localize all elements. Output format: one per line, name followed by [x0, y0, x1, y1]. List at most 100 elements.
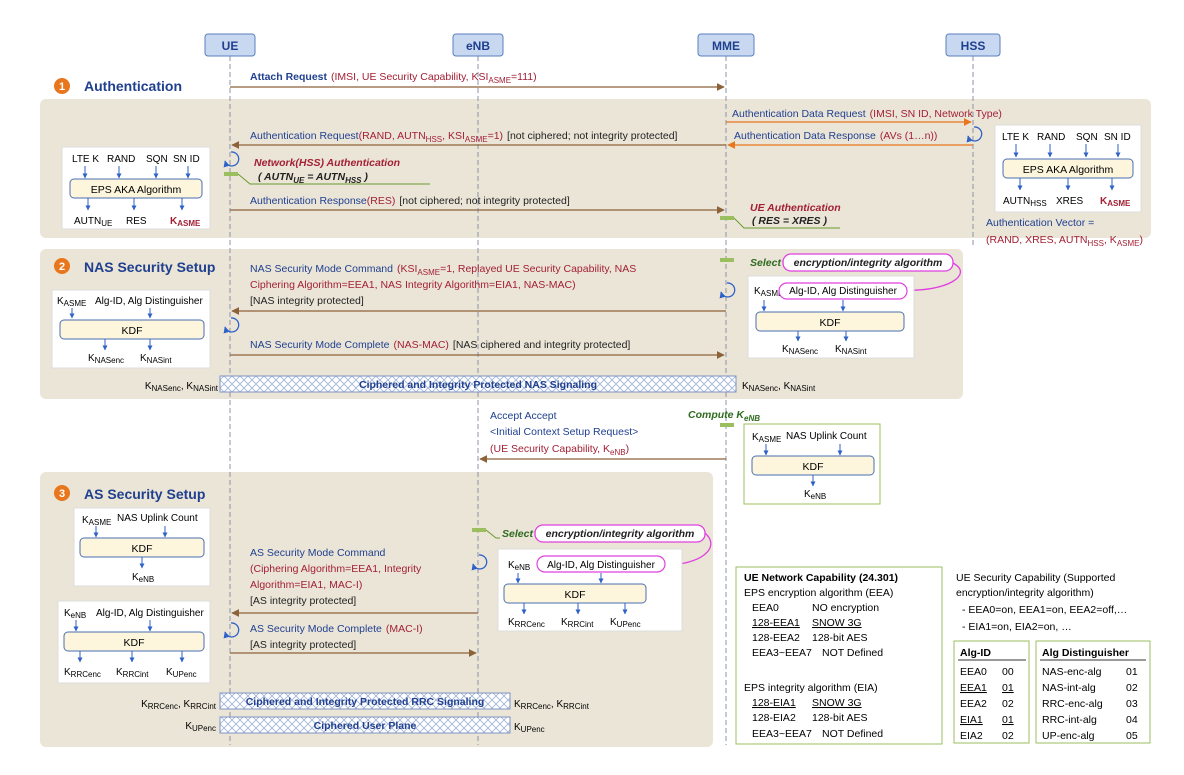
svg-text:(UE Security Capability, KeNB): (UE Security Capability, KeNB): [490, 443, 629, 457]
svg-text:EEA0: EEA0: [752, 602, 779, 614]
section-authentication: 1 Authentication: [54, 78, 182, 94]
msg-auth-data-request: Authentication Data Request(IMSI, SN ID,…: [726, 108, 1002, 126]
svg-text:RES: RES: [126, 216, 147, 227]
svg-text:KDF: KDF: [820, 317, 841, 329]
svg-text:Attach Request(IMSI, UE Securi: Attach Request(IMSI, UE Security Capabil…: [250, 71, 537, 85]
rrc-signaling-bar: KRRCenc, KRRCint Ciphered and Integrity …: [141, 692, 590, 711]
svg-text:EEA3~EEA7: EEA3~EEA7: [752, 728, 812, 740]
svg-text:encryption/integrity algorithm: encryption/integrity algorithm: [794, 257, 943, 269]
msg-as-security-mode-command: AS Security Mode Command (Ciphering Algo…: [231, 547, 478, 617]
section-title: NAS Security Setup: [84, 259, 215, 275]
svg-text:KRRCenc: KRRCenc: [64, 667, 101, 679]
msg-as-security-mode-complete: AS Security Mode Complete(MAC-I) [AS int…: [230, 623, 477, 657]
svg-text:KRRCenc: KRRCenc: [508, 617, 545, 629]
svg-text:Ciphered User Plane: Ciphered User Plane: [314, 720, 417, 732]
svg-text:Ciphered and Integrity Protect: Ciphered and Integrity Protected RRC Sig…: [246, 696, 485, 708]
process-loop-icon: [223, 151, 240, 168]
svg-text:EPS encryption algorithm (EEA): EPS encryption algorithm (EEA): [744, 587, 893, 599]
svg-text:KASME: KASME: [170, 216, 201, 228]
svg-text:NAS-int-alg: NAS-int-alg: [1042, 682, 1096, 694]
svg-text:KDF: KDF: [565, 589, 586, 601]
svg-text:(Ciphering Algorithm=EEA1, Int: (Ciphering Algorithm=EEA1, Integrity: [250, 563, 422, 575]
process-loop-icon: [471, 554, 488, 571]
svg-text:128-EIA2: 128-EIA2: [752, 712, 796, 724]
svg-text:3: 3: [59, 488, 65, 500]
note-select-algorithm-mme: Select encryption/integrity algorithm: [720, 253, 961, 295]
step-3-badge: [54, 485, 70, 501]
ue-kenb-kdf-box: KASME NAS Uplink Count KDF KeNB: [73, 507, 211, 587]
svg-text:Accept Accept: Accept Accept: [490, 410, 557, 422]
svg-text:KDF: KDF: [132, 543, 153, 555]
svg-text:Authentication Vector =: Authentication Vector =: [986, 217, 1094, 229]
svg-text:HSS: HSS: [961, 39, 986, 53]
svg-text:Select: Select: [750, 257, 781, 269]
mme-kenb-kdf-box: KASME NAS Uplink Count KDF KeNB: [743, 423, 881, 505]
svg-text:Ciphered and Integrity Protect: Ciphered and Integrity Protected NAS Sig…: [359, 379, 597, 391]
svg-text:KUPenc: KUPenc: [185, 721, 216, 733]
user-plane-bar: KUPenc Ciphered User Plane KUPenc: [185, 716, 545, 734]
entity-ue: UE: [204, 33, 256, 57]
svg-text:02: 02: [1002, 730, 1014, 742]
svg-text:(RAND, XRES, AUTNHSS, KASME): (RAND, XRES, AUTNHSS, KASME): [986, 234, 1143, 248]
svg-text:02: 02: [1002, 698, 1014, 710]
process-loop-icon: [223, 622, 240, 639]
svg-text:EEA1: EEA1: [960, 682, 987, 694]
authentication-vector-caption: Authentication Vector = (RAND, XRES, AUT…: [986, 217, 1143, 248]
ue-security-capability-note: UE Security Capability (Supported encryp…: [956, 572, 1127, 633]
svg-text:SNOW 3G: SNOW 3G: [812, 617, 862, 629]
msg-initial-context-setup-request: Accept Accept <Initial Context Setup Req…: [479, 410, 726, 463]
svg-text:EEA3~EEA7: EEA3~EEA7: [752, 647, 812, 659]
svg-text:KRRCenc, KRRCint: KRRCenc, KRRCint: [141, 699, 217, 711]
section-as-security: 3 AS Security Setup: [54, 485, 205, 502]
svg-text:[AS integrity protected]: [AS integrity protected]: [250, 639, 356, 651]
svg-text:KeNB: KeNB: [64, 608, 86, 620]
svg-text:Alg-ID, Alg Distinguisher: Alg-ID, Alg Distinguisher: [95, 296, 203, 307]
svg-text:KASME: KASME: [82, 515, 111, 527]
enb-as-kdf-box: KeNB Alg-ID, Alg Distinguisher KDF KRRCe…: [497, 548, 683, 632]
section-nas-security: 2 NAS Security Setup: [54, 258, 215, 275]
svg-text:Alg Distinguisher: Alg Distinguisher: [1042, 647, 1129, 659]
svg-text:01: 01: [1002, 682, 1014, 694]
svg-text:UE: UE: [222, 39, 239, 53]
step-2-badge: [54, 258, 70, 274]
svg-text:eNB: eNB: [466, 39, 490, 53]
section-title: Authentication: [84, 78, 182, 94]
svg-text:SN ID: SN ID: [1104, 132, 1131, 143]
ue-eps-aka-box: LTE K RAND SQN SN ID EPS AKA Algorithm A…: [61, 146, 211, 230]
svg-text:Authentication Data Request(IM: Authentication Data Request(IMSI, SN ID,…: [732, 108, 1002, 120]
svg-text:KNASenc, KNASint: KNASenc, KNASint: [145, 381, 219, 393]
svg-text:128-bit AES: 128-bit AES: [812, 632, 867, 644]
svg-text:Network(HSS) Authentication: Network(HSS) Authentication: [254, 157, 400, 169]
svg-text:MME: MME: [712, 39, 740, 53]
svg-text:KDF: KDF: [122, 325, 143, 337]
svg-text:- EIA1=on, EIA2=on, …: - EIA1=on, EIA2=on, …: [962, 621, 1072, 633]
svg-text:128-EIA1: 128-EIA1: [752, 697, 796, 709]
svg-text:RRC-enc-alg: RRC-enc-alg: [1042, 698, 1103, 710]
nas-signaling-bar: KNASenc, KNASint Ciphered and Integrity …: [145, 375, 816, 393]
note-compute-kenb: Compute KeNB: [688, 409, 760, 427]
note-select-algorithm-enb: Select encryption/integrity algorithm: [472, 524, 712, 569]
svg-text:04: 04: [1126, 714, 1138, 726]
msg-attach-request: Attach Request(IMSI, UE Security Capabil…: [230, 71, 725, 91]
svg-text:KDF: KDF: [803, 461, 824, 473]
note-ue-authentication: UE Authentication ( RES = XRES ): [720, 202, 841, 229]
svg-text:Ciphering Algorithm=EEA1, NAS: Ciphering Algorithm=EEA1, NAS Integrity …: [250, 279, 576, 291]
svg-text:128-EEA2: 128-EEA2: [752, 632, 800, 644]
svg-text:02: 02: [1126, 682, 1138, 694]
svg-text:NAS-enc-alg: NAS-enc-alg: [1042, 666, 1102, 678]
svg-text:KASME: KASME: [754, 286, 783, 298]
svg-text:UE Security Capability (Suppor: UE Security Capability (Supported: [956, 572, 1115, 584]
svg-text:KASME: KASME: [57, 296, 86, 308]
svg-text:Select: Select: [502, 528, 533, 540]
svg-text:Alg-ID, Alg Distinguisher: Alg-ID, Alg Distinguisher: [789, 286, 897, 297]
svg-text:SN ID: SN ID: [173, 154, 200, 165]
svg-text:- EEA0=on, EEA1=on, EEA2=off,…: - EEA0=on, EEA1=on, EEA2=off,…: [962, 604, 1127, 616]
svg-text:<Initial Context Setup Request: <Initial Context Setup Request>: [490, 426, 638, 438]
svg-text:KeNB: KeNB: [804, 489, 826, 501]
svg-text:AUTNUE: AUTNUE: [74, 216, 112, 228]
svg-text:[NAS integrity protected]: [NAS integrity protected]: [250, 295, 364, 307]
svg-text:Alg-ID: Alg-ID: [960, 647, 991, 659]
svg-text:KNASenc: KNASenc: [782, 344, 818, 356]
